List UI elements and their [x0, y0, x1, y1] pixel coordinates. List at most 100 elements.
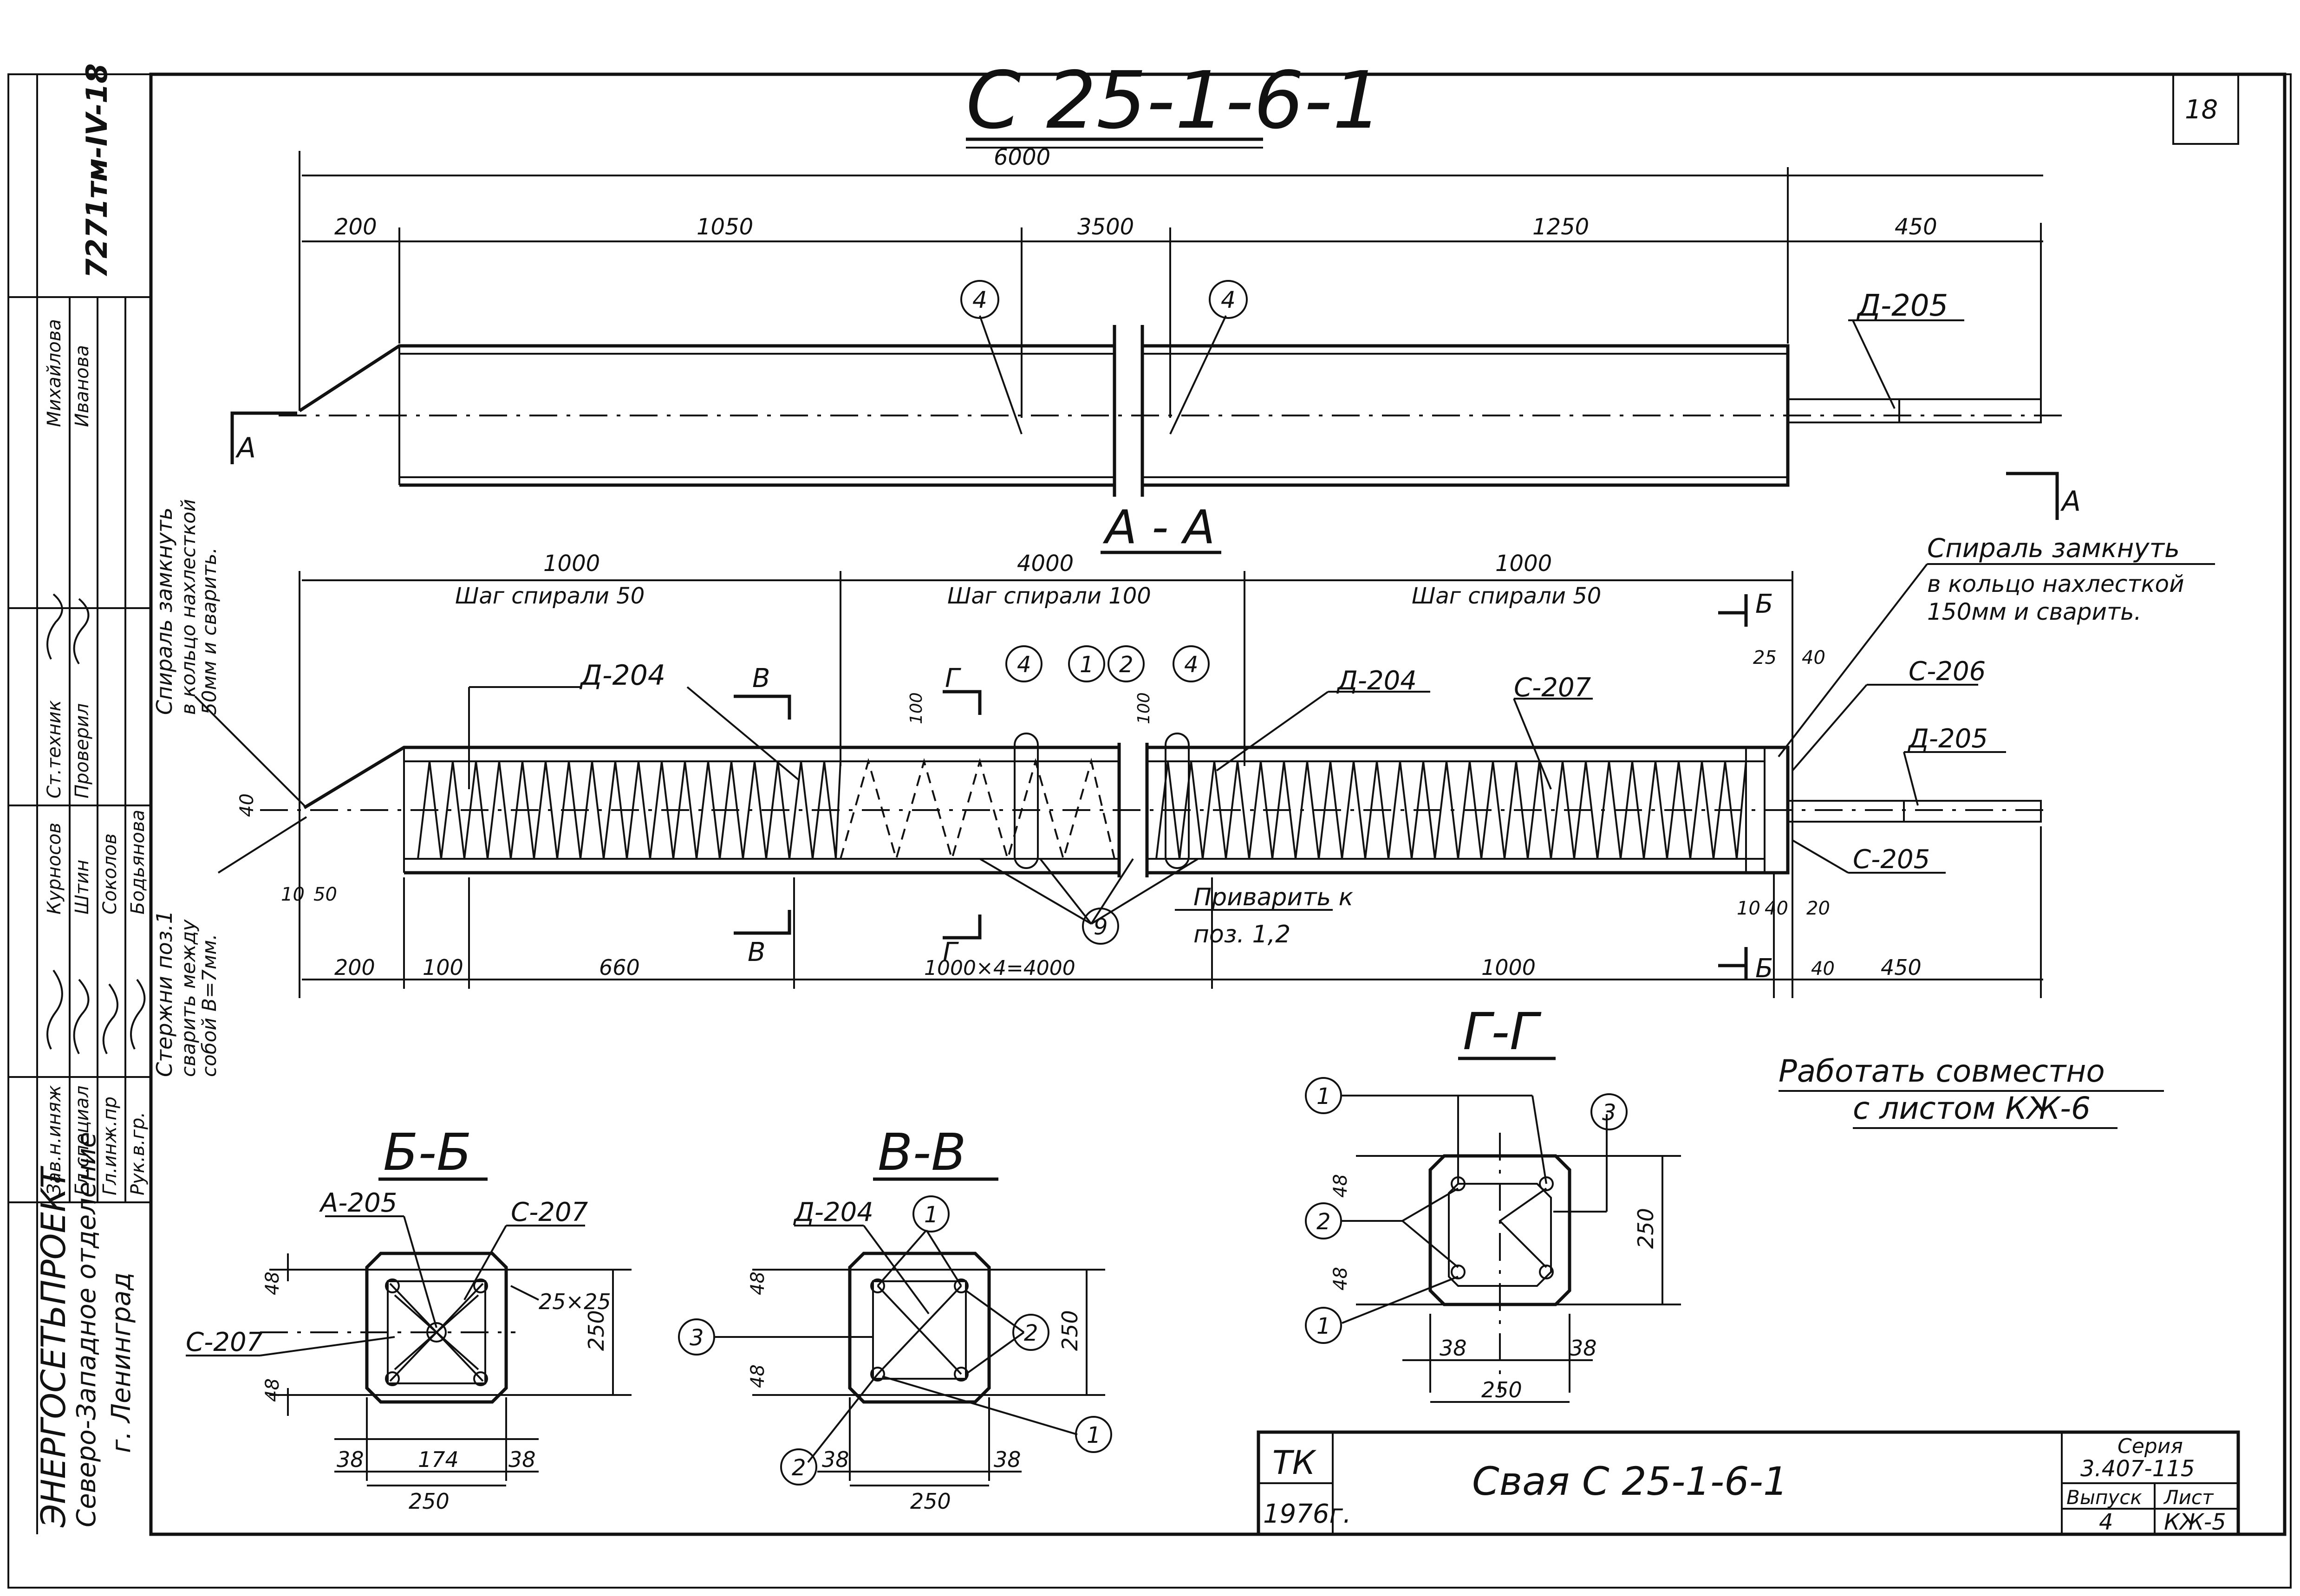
aa-dim-660: 660	[599, 955, 640, 980]
note-line1: Работать совместно	[1779, 1053, 2105, 1089]
signature-5	[46, 593, 63, 660]
vv-dim-38-left: 38	[822, 1447, 849, 1472]
section-vv-title: В-В	[878, 1122, 966, 1182]
plan-callout-4b: 4	[1221, 286, 1236, 313]
page-title: С 25-1-6-1	[966, 55, 1383, 147]
tb-year: 1976г.	[1263, 1499, 1351, 1529]
signature-6	[73, 598, 90, 665]
aa-small-10: 10	[281, 884, 305, 905]
aa-label-c205: С-205	[1853, 844, 1930, 875]
aa-dim-4000: 4000	[1017, 551, 1074, 577]
stamp-name-4: Бодьянова	[127, 810, 149, 915]
aa-mark-g-bottom: Г	[943, 937, 959, 967]
tb-issue: 4	[2099, 1509, 2113, 1535]
gg-dim-250-h: 250	[1481, 1377, 1522, 1402]
vv-callout-3: 3	[690, 1325, 704, 1351]
rods-note-1: Стержни поз.1	[152, 910, 177, 1077]
aa-mark-v-top: В	[752, 663, 770, 694]
aa-small-40-bot2: 40	[1811, 958, 1835, 980]
gg-dim-250-v: 250	[1633, 1208, 1658, 1249]
bb-label-25x25: 25×25	[539, 1289, 611, 1314]
vv-dim-250-v: 250	[1057, 1310, 1082, 1351]
stamp-role-4: Рук.в.гр.	[127, 1112, 149, 1195]
aa-small-40-bottom: 40	[1765, 898, 1788, 919]
org-city: г. Ленинград	[106, 1272, 137, 1453]
bb-dim-174: 174	[418, 1447, 459, 1472]
tb-mark: ТК	[1272, 1444, 1317, 1482]
vv-callout-2-right: 2	[1024, 1320, 1038, 1346]
plan-dim-1050: 1050	[697, 214, 753, 240]
aa-dim-200: 200	[334, 955, 375, 980]
signature-1	[46, 969, 63, 1050]
weld-note-line2: поз. 1,2	[1193, 921, 1290, 948]
stamp-role-1: Зав.н.иняж	[44, 1085, 65, 1195]
tb-issue-label: Выпуск	[2066, 1486, 2142, 1509]
aa-small-100b: 100	[1134, 692, 1153, 724]
org-stamp	[8, 74, 151, 1534]
org-department: Северо-Западное отделение	[72, 1132, 102, 1527]
aa-mark-b-top: Б	[1755, 589, 1773, 619]
bb-label-c207-top: С-207	[511, 1197, 588, 1227]
tb-name: Свая С 25-1-6-1	[1472, 1459, 1788, 1504]
aa-dim-100: 100	[423, 955, 463, 980]
vv-callout-1-bottom: 1	[1087, 1422, 1101, 1448]
section-bb-drawing	[186, 1215, 632, 1481]
gg-dim-38-left: 38	[1440, 1336, 1467, 1361]
plan-callout-4a: 4	[972, 286, 987, 313]
section-mark-a-right: А	[2060, 485, 2081, 518]
aa-label-d204-right: Д-204	[1336, 666, 1417, 696]
bb-dim-48-bottom: 48	[262, 1378, 283, 1402]
section-aa-drawing	[194, 571, 2052, 998]
gg-callout-3: 3	[1602, 1100, 1616, 1126]
vv-dim-48-top: 48	[747, 1272, 769, 1295]
aa-small-100a: 100	[907, 692, 926, 724]
aa-callout-4b: 4	[1184, 652, 1199, 678]
aa-label-d205: Д-205	[1907, 724, 1988, 754]
spiral-note-left-2: в кольцо нахлесткой	[177, 499, 200, 715]
plan-dim-3500: 3500	[1077, 214, 1134, 240]
overall-length-dim: 6000	[994, 144, 1050, 170]
aa-small-25: 25	[1753, 647, 1777, 668]
aa-callout-1: 1	[1080, 652, 1094, 678]
stamp-name-3: Соколов	[99, 833, 121, 915]
bb-dim-38-right: 38	[508, 1447, 536, 1472]
gg-callout-2: 2	[1316, 1209, 1331, 1235]
signature-2	[73, 979, 90, 1054]
aa-dim-1000: 1000	[1481, 955, 1536, 980]
tb-sheet: КЖ-5	[2164, 1509, 2226, 1535]
aa-dim-450: 450	[1881, 955, 1922, 980]
aa-small-10-bottom: 10	[1737, 898, 1760, 919]
spiral-note-left-1: Спираль замкнуть	[152, 507, 177, 715]
aa-mark-v-bottom: В	[748, 937, 765, 967]
aa-label-c206: С-206	[1909, 656, 1986, 687]
spiral-note-right-1: Спираль замкнуть	[1927, 533, 2180, 564]
weld-note-line1: Приварить к	[1193, 883, 1354, 911]
spiral-note-right-3: 150мм и сварить.	[1927, 598, 2141, 625]
aa-small-40-left: 40	[236, 793, 258, 817]
aa-pitch-mid: Шаг спирали 100	[947, 583, 1151, 609]
rods-note-2: сварить между	[177, 919, 200, 1077]
note-line2: с листом КЖ-6	[1853, 1090, 2091, 1126]
aa-dim-1000x4: 1000×4=4000	[924, 956, 1075, 980]
gg-dim-38-right: 38	[1570, 1336, 1597, 1361]
section-mark-a-left: А	[235, 432, 256, 464]
section-aa-title: А - А	[1102, 500, 1215, 554]
aa-label-d204-left: Д-204	[579, 659, 665, 692]
section-gg-title: Г-Г	[1463, 1002, 1542, 1061]
bb-label-a205: А-205	[319, 1188, 397, 1218]
bb-dim-38-left: 38	[337, 1447, 364, 1472]
spiral-note-left-3: 50мм и сварить.	[198, 547, 221, 715]
stamp-name-2: Штин	[72, 860, 93, 915]
tb-sheet-label: Лист	[2163, 1486, 2214, 1509]
plan-rod-label: Д-205	[1856, 289, 1948, 323]
plan-dim-200: 200	[334, 214, 377, 240]
signature-3	[102, 983, 118, 1054]
aa-pitch-right: Шаг спирали 50	[1412, 583, 1601, 609]
org-name: ЭНЕРГОСЕТЬПРОЕКТ	[34, 1166, 73, 1528]
aa-label-c207: С-207	[1514, 673, 1591, 703]
aa-callout-9: 9	[1094, 914, 1108, 940]
bb-label-c207-left: С-207	[186, 1327, 263, 1357]
aa-small-40-top: 40	[1802, 647, 1825, 668]
aa-small-20: 20	[1806, 898, 1830, 919]
